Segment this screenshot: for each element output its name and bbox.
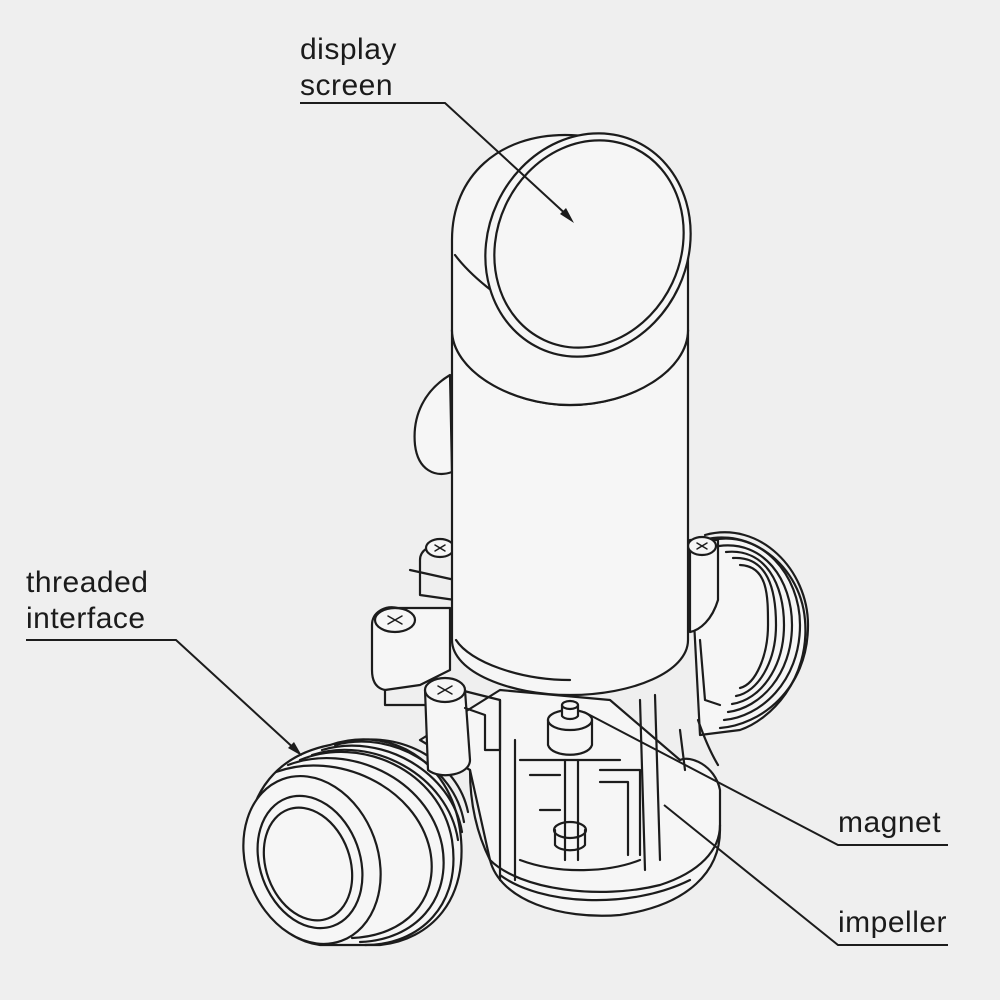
label-display-screen-line2: screen — [300, 69, 394, 102]
back-lobe — [413, 373, 454, 475]
leader-threaded-interface — [26, 639, 302, 756]
left-threaded-pipe — [242, 738, 470, 947]
label-magnet: magnet — [838, 806, 942, 839]
magnet-part — [546, 699, 594, 756]
screw-front — [423, 676, 467, 704]
leader-impeller — [663, 804, 948, 946]
label-display-screen-line1: display — [300, 33, 397, 66]
display-housing — [450, 132, 692, 697]
valve-body — [418, 688, 722, 917]
screw-back-left — [424, 537, 456, 559]
label-impeller: impeller — [838, 906, 948, 939]
label-threaded-interface-line1: threaded — [26, 566, 149, 599]
label-threaded-interface-line2: interface — [26, 602, 146, 635]
screw-front-left — [373, 606, 417, 634]
screw-back-right — [686, 535, 718, 557]
leader-magnet — [583, 711, 948, 846]
leader-display-screen — [300, 102, 574, 223]
